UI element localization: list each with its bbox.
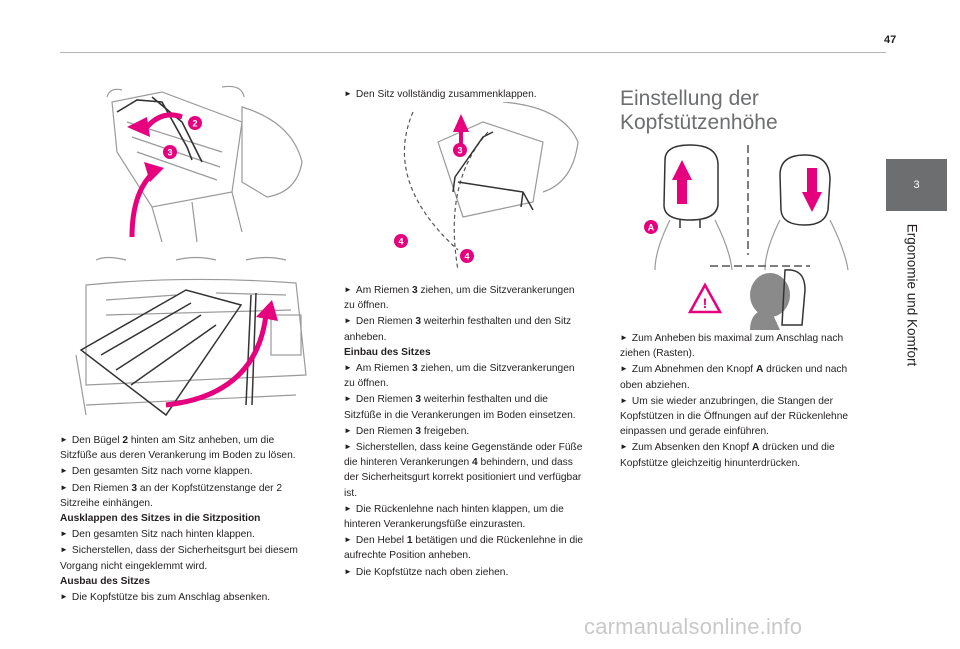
instruction: ►Den Riemen 3 an der Kopfstützenstange d… [60,482,283,494]
instruction: ►Den gesamten Sitz nach vorne klappen. [60,466,253,478]
instruction-cont: Kopfstütze gleichzeitig hinunterdrücken. [620,457,801,469]
instruction-cont: der Sicherheitsgurt korrekt positioniert… [344,472,582,484]
instruction: ►Sicherstellen, dass der Sicherheitsgurt… [60,545,298,557]
instruction: ►Zum Anheben bis maximal zum Anschlag na… [620,333,844,344]
instruction: ►Um sie wieder anzubringen, die Stangen … [620,395,833,407]
lift-arrow-icon [145,112,183,129]
raise-arrow-icon [672,160,692,180]
column-right: ►Zum Anheben bis maximal zum Anschlag na… [620,330,882,471]
instruction-cont: Sitzfüße aus deren Verankerung im Boden … [60,450,296,462]
instruction: ►Die Kopfstütze nach oben ziehen. [344,566,509,578]
svg-text:2: 2 [192,119,197,129]
instruction-cont: zu öffnen. [344,378,389,390]
instruction-cont: die hinteren Verankerungen 4 behindern, … [344,457,573,469]
section-title: Einstellung der Kopfstützenhöhe [620,87,778,135]
callout-3 [453,143,467,157]
instruction-cont: zu öffnen. [344,300,389,312]
watermark: carmanualsonline.info [584,614,803,639]
seat-strap-illustration [75,256,307,417]
instruction-cont: oben abziehen. [620,379,690,391]
page-number: 47 [884,34,897,46]
instruction-cont: ist. [344,487,358,499]
instruction: ►Den Hebel 1 betätigen und die Rückenleh… [344,535,584,547]
instruction-cont: aufrechte Position anheben. [344,550,471,562]
callout-4 [460,249,474,263]
column-middle-top: ►Den Sitz vollständig zusammenklappen. [344,86,604,102]
chapter-tab: 3 [886,159,947,211]
column-left: ►Den Bügel 2 hinten am Sitz anheben, um … [60,432,330,605]
seat-fold-illustration: 2 3 [106,85,303,242]
svg-text:4: 4 [398,237,403,247]
instruction-cont: ziehen (Rasten). [620,348,695,360]
up-arrow-icon [453,114,469,132]
instruction-cont: anheben. [344,331,387,343]
callout-2 [188,116,202,130]
strap-arrow-icon [165,314,269,408]
section-title-line: Einstellung der [620,87,759,110]
seat-removal-illustration: 3 4 4 [394,102,579,271]
column-middle: ►Am Riemen 3 ziehen, um die Sitzveranker… [344,282,606,580]
instruction: ►Zum Abnehmen den Knopf A drücken und na… [620,364,848,376]
instruction: ►Die Kopfstütze bis zum Anschlag absenke… [60,592,271,604]
instruction-cont: Sitzfüße in die Verankerungen im Boden e… [344,409,576,421]
subheading: Ausklappen des Sitzes in die Sitzpositio… [60,513,261,525]
instruction: ►Den Riemen 3 freigeben. [344,425,470,437]
instruction: ►Den Bügel 2 hinten am Sitz anheben, um … [60,435,275,446]
instruction: ►Den Riemen 3 weiterhin festhalten und d… [344,316,572,328]
instruction: ►Den Sitz vollständig zusammenklappen. [344,89,537,100]
chapter-title: Ergonomie und Komfort [904,223,920,367]
chapter-number: 3 [913,179,920,191]
section-title-line: Kopfstützenhöhe [620,111,778,134]
svg-text:A: A [648,223,655,233]
instruction: ►Die Rückenlehne nach hinten klappen, um… [344,503,564,515]
lower-arrow-icon [802,192,822,212]
instruction: ►Den gesamten Sitz nach hinten klappen. [60,529,255,541]
instruction-cont: Vorgang nicht eingeklemmt wird. [60,560,208,572]
callout-3 [163,145,177,159]
instruction-cont: einpassen und gerade einführen. [620,426,769,438]
instruction-cont: hinteren Verankerungsfüße einzurasten. [344,519,526,531]
warning-icon [687,282,723,314]
subheading: Ausbau des Sitzes [60,575,151,587]
instruction-cont: Kopfstützen in die Öffnungen auf der Rüc… [620,411,849,423]
subheading: Einbau des Sitzes [344,346,431,358]
svg-text:3: 3 [457,146,462,156]
instruction: ►Den Riemen 3 weiterhin festhalten und d… [344,394,548,406]
instruction-cont: Sitzreihe einhängen. [60,497,153,509]
instruction: ►Am Riemen 3 ziehen, um die Sitzveranker… [344,285,575,296]
svg-text:3: 3 [167,148,172,158]
callout-A [644,220,658,234]
instruction: ►Zum Absenken den Knopf A drücken und di… [620,442,835,454]
headrest-illustration: A ! [644,144,849,330]
instruction: ►Sicherstellen, dass keine Gegenstände o… [344,442,583,454]
svg-text:!: ! [703,295,708,311]
svg-text:4: 4 [464,252,469,262]
callout-4 [394,234,408,248]
header-rule [60,52,886,53]
instruction: ►Am Riemen 3 ziehen, um die Sitzveranker… [344,363,575,375]
